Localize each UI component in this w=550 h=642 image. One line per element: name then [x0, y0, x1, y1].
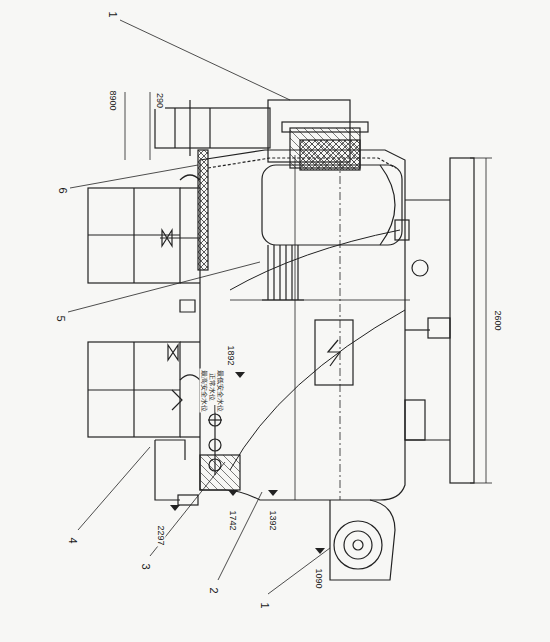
callout-number: 4	[66, 536, 79, 544]
control-box	[315, 320, 353, 385]
callout-number: 1	[258, 601, 271, 609]
dimension-label: 1090	[313, 567, 324, 589]
valves	[155, 175, 200, 505]
dimension-label: 1392	[267, 509, 278, 531]
boiler-body	[200, 150, 405, 500]
dimension-label: 1892	[225, 344, 236, 366]
callout-number: 6	[56, 186, 69, 194]
refractory	[200, 455, 240, 490]
water-gauge	[208, 405, 222, 475]
boiler-drum	[262, 165, 402, 245]
callout-number: 5	[54, 314, 67, 322]
blower-fan	[330, 500, 395, 580]
dimension-label: 290	[155, 91, 166, 108]
dimension-label: 2600	[492, 309, 503, 331]
tube-bank	[262, 245, 304, 300]
base-skid	[450, 158, 474, 483]
water-level-label: 最低安全水位	[216, 368, 225, 412]
flue-duct	[155, 108, 270, 148]
dimension-label: 2297	[155, 524, 166, 546]
railing	[88, 188, 200, 437]
dimension-label: 8900	[107, 89, 118, 111]
level-marks	[170, 372, 325, 554]
callout-number: 1	[106, 10, 119, 18]
callout-number: 3	[139, 562, 152, 570]
callout-number: 2	[207, 586, 220, 594]
leader-lines	[68, 20, 492, 594]
dimension-label: 1742	[227, 509, 238, 531]
